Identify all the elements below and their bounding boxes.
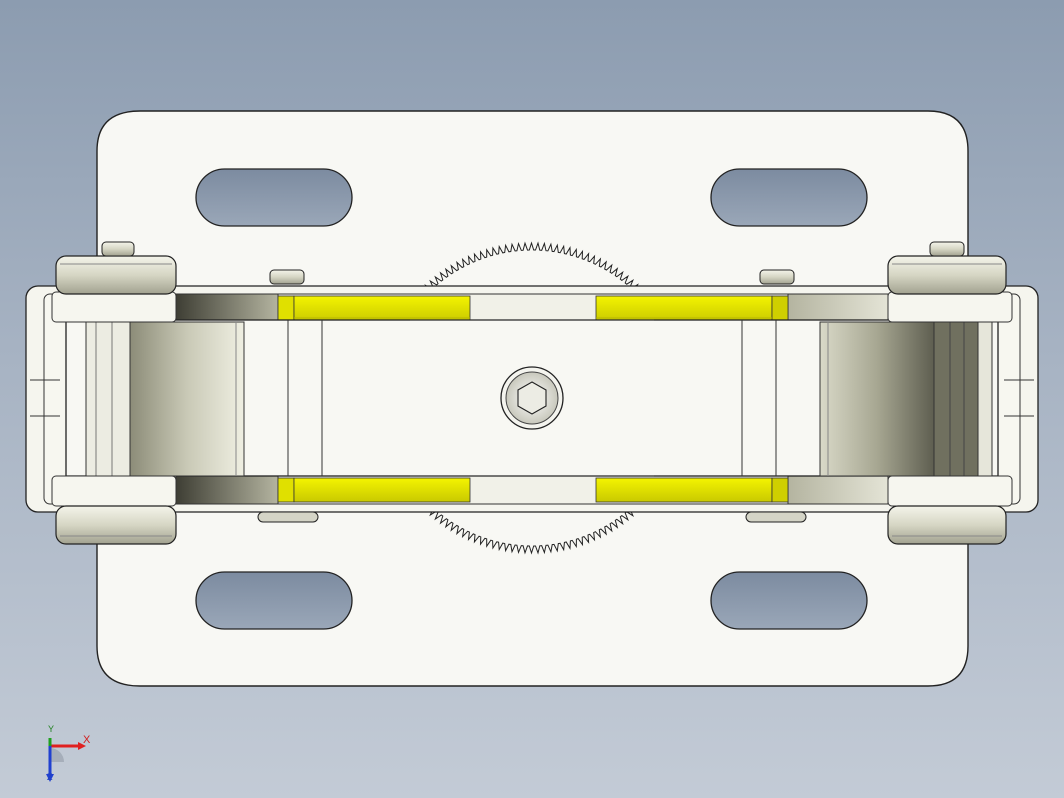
axis-label-z: Z <box>47 772 53 782</box>
highlighted-part-bottom-left[interactable] <box>277 477 471 503</box>
highlighted-part-top-left[interactable] <box>277 295 471 323</box>
axis-label-y: Y <box>48 724 55 734</box>
roller-bottom-left[interactable] <box>55 505 177 545</box>
mounting-slot-bottom-right[interactable] <box>710 571 868 630</box>
triad-axes-icon <box>46 738 86 782</box>
highlighted-part-bottom-right[interactable] <box>595 477 789 503</box>
hinge-cover-right[interactable] <box>887 291 1013 507</box>
roller-bottom-right[interactable] <box>887 505 1007 545</box>
axis-label-x: X <box>83 734 91 746</box>
mounting-slot-bottom-left[interactable] <box>195 571 353 630</box>
screw-head-rail-top-left[interactable] <box>269 269 305 285</box>
coordinate-triad: X Y Z <box>38 724 98 786</box>
hinge-hub-right[interactable] <box>819 321 993 477</box>
hinge-cover-left[interactable] <box>51 291 177 507</box>
screw-head-rail-bottom-right[interactable] <box>745 511 807 523</box>
mounting-slot-top-right[interactable] <box>710 168 868 227</box>
highlighted-part-top-right[interactable] <box>595 295 789 323</box>
screw-head-top-right[interactable] <box>929 241 965 257</box>
mounting-slot-top-left[interactable] <box>195 168 353 227</box>
screw-head-top-left[interactable] <box>101 241 135 257</box>
hinge-hub-left[interactable] <box>85 321 245 477</box>
screw-head-rail-bottom-left[interactable] <box>257 511 319 523</box>
center-cap-screw[interactable] <box>500 366 564 430</box>
screw-head-rail-top-right[interactable] <box>759 269 795 285</box>
roller-top-left[interactable] <box>55 255 177 295</box>
roller-top-right[interactable] <box>887 255 1007 295</box>
